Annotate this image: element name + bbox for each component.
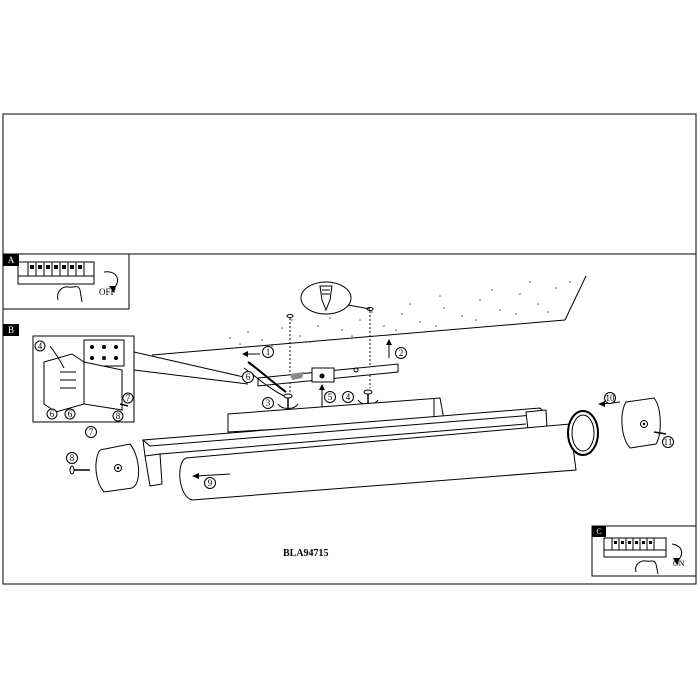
step-badge: 4 <box>342 391 354 403</box>
wire-icon <box>49 345 65 369</box>
panel-b-badge <box>3 324 19 336</box>
step-badge: 7 <box>85 426 97 438</box>
panel-a-box <box>2 253 130 310</box>
step-number: 6 <box>68 409 73 419</box>
wall-plug-icon <box>319 285 333 312</box>
turn-arrowhead-icon <box>109 286 116 293</box>
wire-icon <box>60 371 76 389</box>
step-badge: 4 <box>34 340 46 352</box>
panel-b-letter: B <box>8 325 14 335</box>
up-arrow-icon <box>386 339 392 358</box>
step-badge: 11 <box>662 436 674 448</box>
step-badge: 8 <box>112 410 124 422</box>
left-arrow-icon <box>192 473 231 479</box>
step-number: 4 <box>346 392 351 402</box>
end-cap-right <box>621 397 661 449</box>
diffuser-tube <box>179 410 599 501</box>
step-badge: 10 <box>604 392 616 404</box>
wall-plug-callout <box>300 281 371 315</box>
step-badge: 5 <box>324 391 336 403</box>
screw-icon <box>119 403 129 407</box>
step-number: 2 <box>399 348 404 358</box>
step-badge: 7 <box>122 392 134 404</box>
step-number: 1 <box>266 347 271 357</box>
page-frame <box>2 113 697 585</box>
screw-icon <box>363 389 373 404</box>
rotate-arrow-icon <box>277 403 299 409</box>
panel-c-letter: C <box>596 527 601 536</box>
up-arrow-icon <box>319 384 325 408</box>
step-badges: 1 2 3 4 5 6 7 8 <box>34 340 674 489</box>
step-badge: 8 <box>66 452 78 464</box>
supply-cable <box>247 361 287 393</box>
step-number: 7 <box>89 427 94 437</box>
fuse-box-icon <box>17 261 95 285</box>
end-cap-left <box>95 443 139 493</box>
panel-a-letter: A <box>8 255 15 265</box>
step-number: 11 <box>664 437 673 447</box>
step-badge: 6 <box>242 371 254 383</box>
panel-c-switch-state: ON <box>673 559 685 568</box>
fuse-box-icon <box>603 537 667 558</box>
screw-icon <box>69 465 90 475</box>
turn-arrowhead-icon <box>673 558 680 565</box>
screw-icon <box>283 393 293 408</box>
connector-box-icon <box>43 353 85 413</box>
diffuser-end-opening <box>567 410 599 456</box>
step-badge: 1 <box>262 346 274 358</box>
step-number: 10 <box>606 393 616 403</box>
panel-c: C ON <box>591 525 697 577</box>
junction-box-inset <box>32 335 249 423</box>
supply-cable-2 <box>243 367 285 397</box>
hand-icon <box>635 560 659 575</box>
terminal-block-icon <box>83 339 125 367</box>
step-number: 4 <box>38 341 43 351</box>
left-arrow-icon <box>242 351 260 357</box>
step-number: 3 <box>266 398 271 408</box>
panel-a-switch-state: OFF <box>99 287 116 297</box>
step-number: 8 <box>116 411 121 421</box>
step-badge: 3 <box>262 397 274 409</box>
end-bracket-left <box>144 453 163 487</box>
mounting-bracket <box>257 363 399 387</box>
step-badge: 6 <box>46 408 58 420</box>
panel-c-badge <box>592 526 606 537</box>
step-number: 8 <box>70 453 75 463</box>
step-number: 7 <box>126 393 131 403</box>
step-badge: 2 <box>395 347 407 359</box>
step-number: 6 <box>246 372 251 382</box>
panel-c-box <box>591 525 697 577</box>
step-number: 6 <box>50 409 55 419</box>
ceiling <box>151 275 587 356</box>
ceiling-texture <box>229 281 571 347</box>
panel-a-badge <box>3 254 19 266</box>
hand-icon <box>57 286 83 303</box>
step-badge: 9 <box>204 477 216 489</box>
step-number: 5 <box>328 392 333 402</box>
step-number: 9 <box>208 478 213 488</box>
screw-icon <box>653 431 667 435</box>
step-badge: 6 <box>64 408 76 420</box>
model-code: BLA94715 <box>283 548 329 559</box>
panel-a: A OFF <box>2 253 130 310</box>
